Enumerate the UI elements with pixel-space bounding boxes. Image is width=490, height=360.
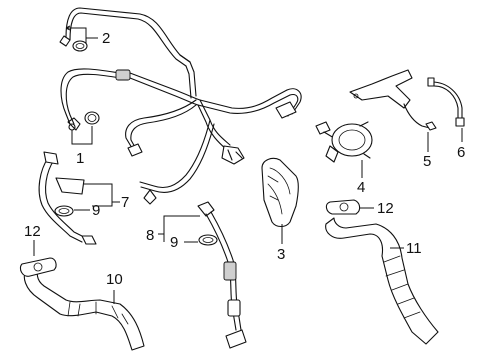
part-8-line-assembly: [197, 201, 247, 349]
part-1-seal: [67, 111, 100, 131]
part-10-hose: [23, 267, 145, 351]
callout-12-left: 12: [24, 223, 41, 240]
coolant-line-top: [59, 7, 197, 99]
coolant-line-main: [60, 68, 302, 205]
callout-11: 11: [406, 240, 422, 257]
callout-5: 5: [423, 153, 431, 170]
callout-8: 8: [146, 227, 154, 244]
part-6-clamp: [427, 77, 465, 127]
callout-7: 7: [121, 194, 129, 211]
callout-3: 3: [277, 246, 285, 263]
part-3-heat-shield: [261, 157, 299, 228]
part-5-bracket: [349, 69, 437, 131]
callout-leaders: [33, 25, 463, 304]
callout-2: 2: [102, 30, 110, 47]
callout-9-left: 9: [92, 202, 100, 219]
part-11-hose: [325, 217, 439, 345]
part-12-gasket-left: [19, 257, 57, 277]
callout-10: 10: [106, 271, 123, 288]
callout-4: 4: [357, 179, 365, 196]
part-4-water-pump: [315, 121, 373, 163]
part-7-line-assembly: [38, 151, 97, 245]
callout-labels: 2 1 7 9 8 9 3 4 5 6 12 11 10 12: [24, 30, 465, 288]
callout-6: 6: [457, 144, 465, 161]
callout-1: 1: [76, 150, 84, 167]
callout-12-right: 12: [377, 200, 394, 217]
part-12-gasket-right: [325, 199, 361, 215]
callout-9-center: 9: [170, 234, 178, 251]
